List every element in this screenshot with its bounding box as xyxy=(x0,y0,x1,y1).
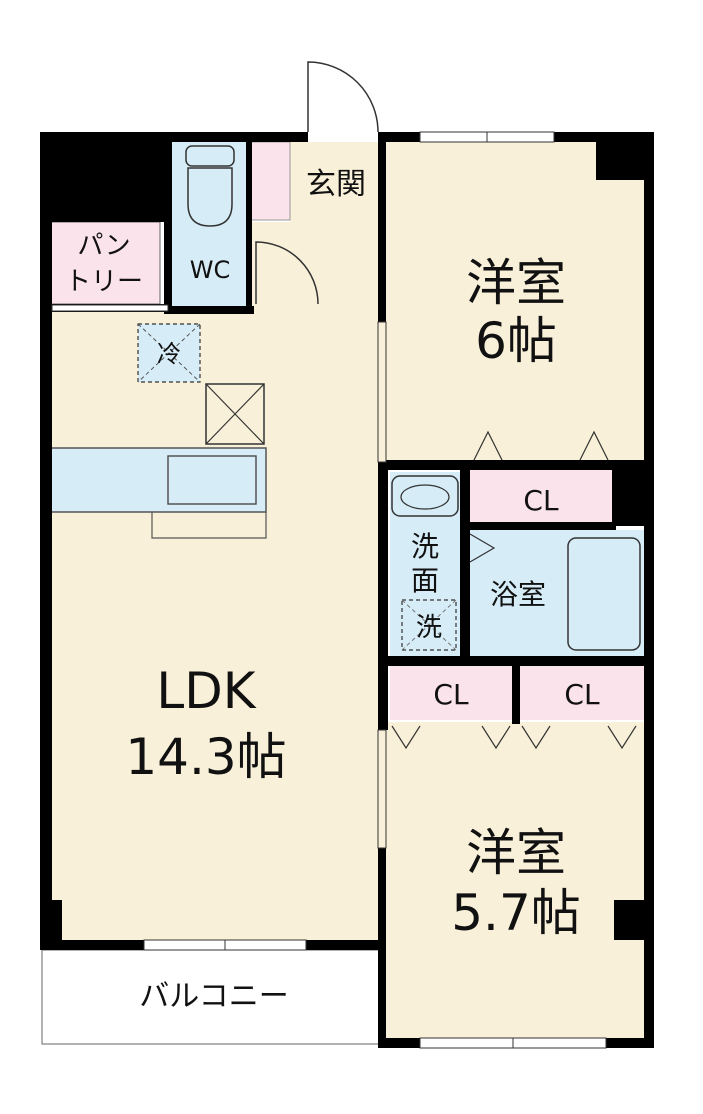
washbasin xyxy=(391,475,459,517)
window-pantry-hall xyxy=(51,304,169,312)
toilet-bowl xyxy=(187,167,233,227)
washer-cross-2 xyxy=(401,599,457,651)
hall-floor xyxy=(250,222,382,314)
toilet-tank xyxy=(185,145,235,167)
wall-central-v3 xyxy=(378,848,386,1048)
toilet xyxy=(185,145,235,227)
wall-wc-left xyxy=(164,142,172,314)
washbasin-bowl xyxy=(400,484,450,510)
washer-space xyxy=(401,599,457,651)
pantry-floor xyxy=(47,221,161,305)
balcony-floor xyxy=(41,949,381,1045)
label-pantry-1: パン xyxy=(77,231,130,261)
closet-south-left-floor xyxy=(390,664,512,720)
wash-fixtures xyxy=(391,475,641,651)
label-fridge: 冷 xyxy=(157,340,181,368)
wall-hall-bottom xyxy=(170,306,254,314)
closet-north-floor xyxy=(470,468,612,524)
wall-cl-s-divider xyxy=(512,662,520,724)
bedroom-north-floor xyxy=(384,142,646,462)
cl-door-s2 xyxy=(481,725,511,750)
wall-cl-n-right xyxy=(612,460,654,526)
doors xyxy=(255,61,379,305)
label-ldk-size: 14.3帖 xyxy=(125,728,286,786)
wc-door-swing xyxy=(255,241,319,305)
label-wc: WC xyxy=(190,256,231,284)
wall-bath-bottom xyxy=(378,656,654,666)
label-closet-south-left: CL xyxy=(433,678,469,711)
fridge-cross-2 xyxy=(137,323,201,383)
kitchen-sink xyxy=(167,455,257,505)
label-bedroom-south-name: 洋室 xyxy=(466,824,566,882)
label-entrance: 玄関 xyxy=(306,167,366,202)
label-bathroom: 浴室 xyxy=(490,578,546,611)
cl-door-s4 xyxy=(607,725,637,750)
wall-wash-right xyxy=(460,468,470,658)
pillar-sw xyxy=(40,900,62,950)
windows xyxy=(51,131,607,1049)
cl-door-n1 xyxy=(473,430,503,461)
range-hood-cross-2 xyxy=(205,383,265,445)
label-bedroom-north-size: 6帖 xyxy=(475,312,557,370)
bedroom-south-floor xyxy=(384,722,646,1040)
cl-door-s1 xyxy=(391,725,421,750)
front-door-swing xyxy=(307,61,379,133)
cl-door-n2 xyxy=(579,430,609,461)
label-closet-south-right: CL xyxy=(564,678,600,711)
wall-cl-n-bottom xyxy=(466,522,616,530)
wall-left xyxy=(40,132,52,950)
labels: 玄関 パン トリー WC 冷 洋室 6帖 CL 洗 面 洗 浴室 CL CL L… xyxy=(65,167,600,1014)
bathtub xyxy=(567,537,641,651)
label-washroom-1: 洗 xyxy=(411,530,439,563)
label-washroom-2: 面 xyxy=(411,564,439,597)
label-washer: 洗 xyxy=(416,613,442,643)
label-bedroom-north-name: 洋室 xyxy=(466,254,566,312)
label-bedroom-south-size: 5.7帖 xyxy=(451,884,581,942)
wall-top-left xyxy=(40,132,308,142)
kitchen-bar xyxy=(151,512,267,539)
wall-bath-top xyxy=(378,460,654,470)
ldk-floor xyxy=(44,312,382,944)
kitchen xyxy=(49,323,267,539)
ldk-door-gap-2 xyxy=(377,729,387,849)
label-ldk-name: LDK xyxy=(156,662,256,720)
label-balcony: バルコニー xyxy=(139,979,288,1014)
entrance-shoe-box xyxy=(249,141,291,221)
wall-central-v xyxy=(378,132,386,322)
entrance-floor xyxy=(290,142,382,222)
wall-wc-right xyxy=(246,142,252,314)
ldk-door-gap-1 xyxy=(377,321,387,463)
range-hood xyxy=(205,383,265,445)
wall-central-v2 xyxy=(378,462,388,730)
wall-right xyxy=(644,132,654,1046)
bath-door-mark xyxy=(469,533,496,563)
label-closet-north: CL xyxy=(523,484,559,517)
floor-areas xyxy=(41,141,646,1045)
pillar-se xyxy=(614,900,654,940)
wall-top-block xyxy=(40,132,166,222)
cl-door-s3 xyxy=(521,725,551,750)
closet-south-right-floor xyxy=(520,664,644,720)
label-pantry-2: トリー xyxy=(65,267,143,297)
closet-doors xyxy=(391,430,637,750)
